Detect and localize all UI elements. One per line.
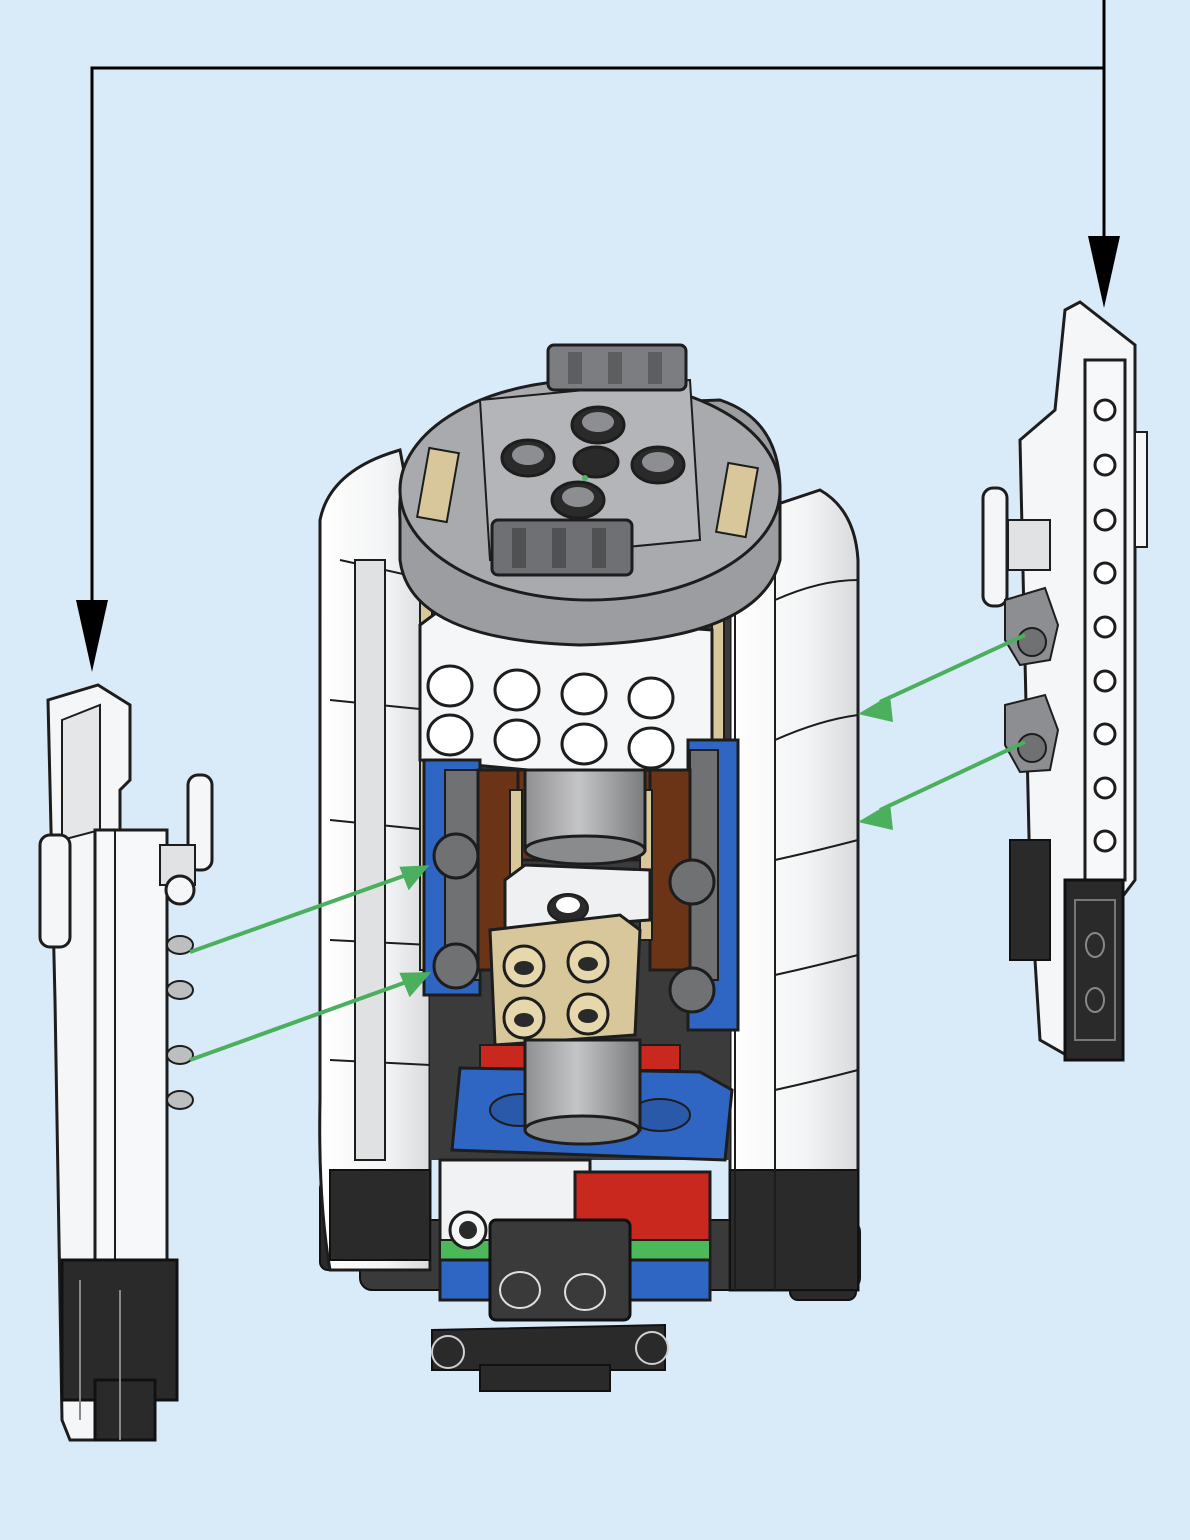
callout-lines — [90, 0, 1106, 640]
gray-cylinder-lower — [523, 1038, 642, 1146]
bottom-mechanism — [431, 1158, 712, 1392]
tan-brick-2x2 — [488, 913, 642, 1047]
ball-joints — [432, 832, 716, 1014]
white-brick-2x4 — [418, 608, 714, 787]
right-side-column — [728, 488, 860, 1292]
arrow-left-upper — [189, 871, 413, 954]
assembly-arrows — [189, 633, 1026, 1062]
arrow-right-upper — [879, 633, 1026, 704]
body-assembly — [318, 343, 861, 1392]
top-turntable — [398, 343, 782, 647]
arrow-left-lower — [189, 978, 413, 1062]
gray-cylinder-upper — [523, 768, 647, 866]
arrow-heads — [399, 695, 893, 998]
callout-line — [90, 0, 1106, 640]
arrow-right-lower — [879, 740, 1026, 812]
left-pillar — [38, 683, 214, 1442]
callout-arrowhead-right — [1088, 236, 1120, 308]
right-pillar — [981, 300, 1148, 1062]
callout-arrowhead-left — [76, 600, 108, 672]
left-side-column — [318, 448, 432, 1272]
white-inner-brick — [503, 863, 652, 932]
